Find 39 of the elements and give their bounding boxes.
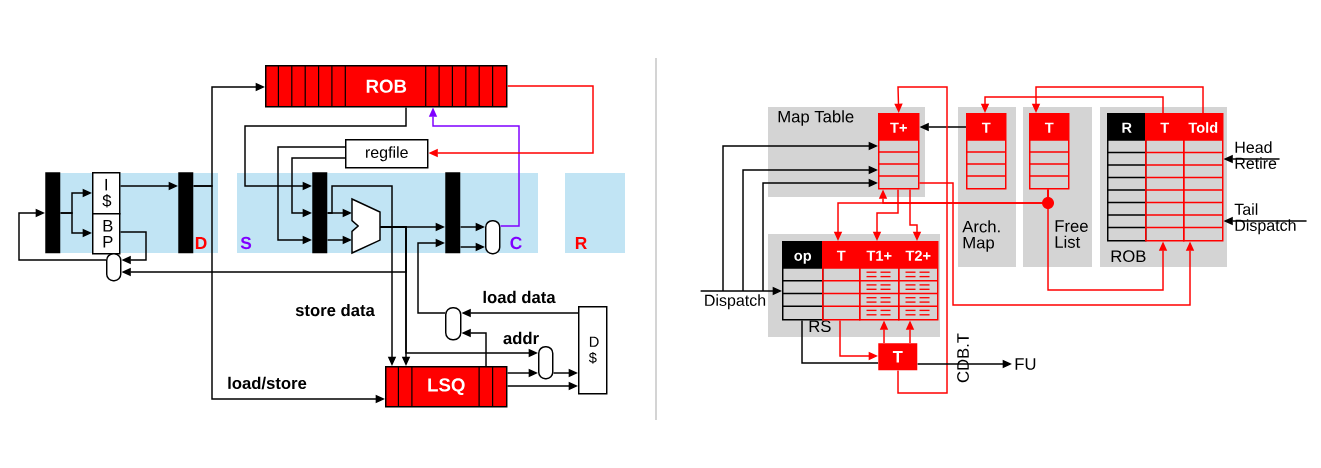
arrow: [119, 231, 147, 265]
connector: [801, 319, 879, 364]
mux-shape: [106, 253, 122, 282]
labeled-box: B P: [92, 213, 121, 255]
text-label: Head Retire: [1235, 141, 1277, 169]
stage-letter: C: [510, 236, 522, 250]
line-label: store data: [295, 303, 375, 317]
table-column: T1+: [858, 241, 900, 321]
labeled-box: I $: [92, 172, 121, 215]
line-label: load data: [483, 290, 556, 304]
table-column: R: [1106, 113, 1147, 242]
stage-letter: R: [575, 237, 587, 249]
table-column: T+: [877, 113, 920, 190]
mux-shape: [445, 307, 462, 341]
stage-letter: S: [240, 236, 252, 250]
striped-queue: LSQ: [385, 365, 508, 408]
labeled-box: D $: [578, 306, 608, 395]
text-label: Dispatch: [705, 294, 766, 310]
table-column: T2+: [897, 241, 939, 321]
striped-queue: ROB: [265, 64, 508, 108]
arrow: [18, 208, 107, 261]
line-label: load/store: [228, 376, 307, 390]
bus-label: CDB.T: [957, 333, 969, 383]
table-column: op: [781, 241, 824, 321]
stage-letter: D: [195, 237, 207, 249]
mux-shape: [538, 346, 554, 380]
arrow: [417, 238, 446, 314]
arrow: [894, 86, 948, 394]
tag-box: T: [878, 343, 918, 371]
text-label: Tail Dispatch: [1234, 203, 1296, 235]
mux-shape: [485, 220, 501, 255]
table-column: T: [821, 241, 861, 321]
table-column: T: [965, 113, 1007, 190]
text-label: FU: [1015, 358, 1036, 370]
table-column: T: [1144, 113, 1185, 242]
line-label: addr: [503, 331, 539, 345]
labeled-box: regfile: [345, 139, 429, 169]
table-column: Told: [1182, 113, 1224, 242]
table-column: T: [1028, 113, 1070, 190]
